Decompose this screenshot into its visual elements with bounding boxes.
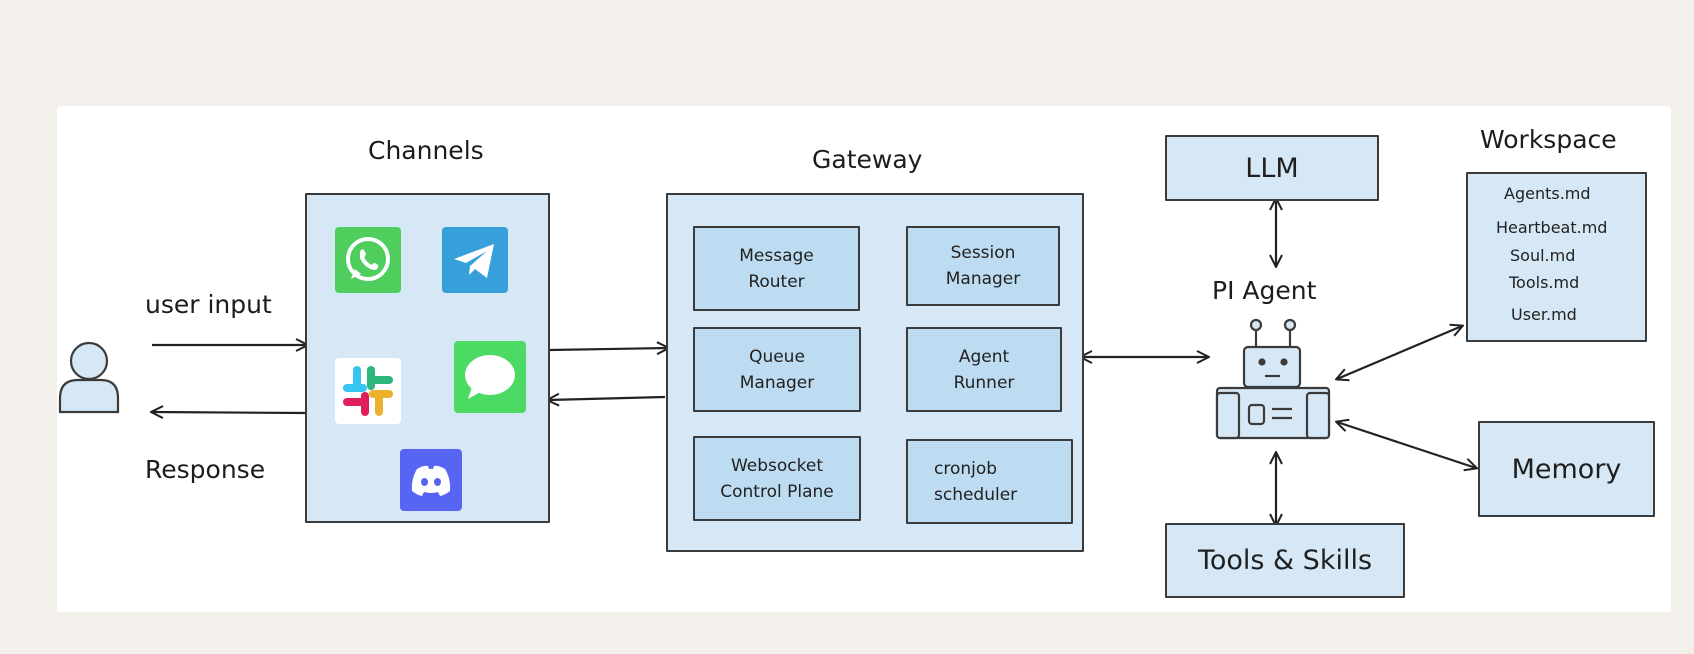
tools-skills-box: Tools & Skills <box>1165 523 1405 598</box>
session-manager-module: Session Manager <box>906 226 1060 306</box>
queue-manager-module: Queue Manager <box>693 327 861 412</box>
cronjob-scheduler-module: cronjob scheduler <box>906 439 1073 524</box>
gateway-to-channels-arrow <box>548 397 666 400</box>
discord-icon <box>400 449 462 511</box>
slack-icon <box>335 358 401 424</box>
workspace-title: Workspace <box>1480 125 1617 154</box>
memory-box: Memory <box>1478 421 1655 517</box>
response-label: Response <box>145 455 266 484</box>
workspace-file: User.md <box>1511 305 1577 324</box>
channels-box <box>305 193 550 523</box>
websocket-control-plane-module: Websocket Control Plane <box>693 436 861 521</box>
agent-memory-arrow <box>1337 422 1476 468</box>
workspace-file: Agents.md <box>1504 184 1591 203</box>
user-icon <box>58 341 120 414</box>
user-input-label: user input <box>145 290 272 319</box>
robot-icon <box>1215 318 1331 440</box>
workspace-box: Agents.md Heartbeat.md Soul.md Tools.md … <box>1466 172 1647 342</box>
whatsapp-icon <box>335 227 401 293</box>
workspace-file: Tools.md <box>1509 273 1580 292</box>
pi-agent-label: PI Agent <box>1212 276 1317 305</box>
agent-runner-module: Agent Runner <box>906 327 1062 412</box>
agent-workspace-arrow <box>1337 326 1462 379</box>
gateway-title: Gateway <box>812 145 923 174</box>
channels-to-gateway-arrow <box>548 348 668 350</box>
imessage-icon <box>454 341 526 413</box>
workspace-file: Soul.md <box>1510 246 1576 265</box>
response-arrow <box>152 412 306 413</box>
telegram-icon <box>442 227 508 293</box>
workspace-file: Heartbeat.md <box>1496 218 1608 237</box>
llm-box: LLM <box>1165 135 1379 201</box>
gateway-box: Message Router Session Manager Queue Man… <box>666 193 1084 552</box>
channels-title: Channels <box>368 136 484 165</box>
message-router-module: Message Router <box>693 226 860 311</box>
